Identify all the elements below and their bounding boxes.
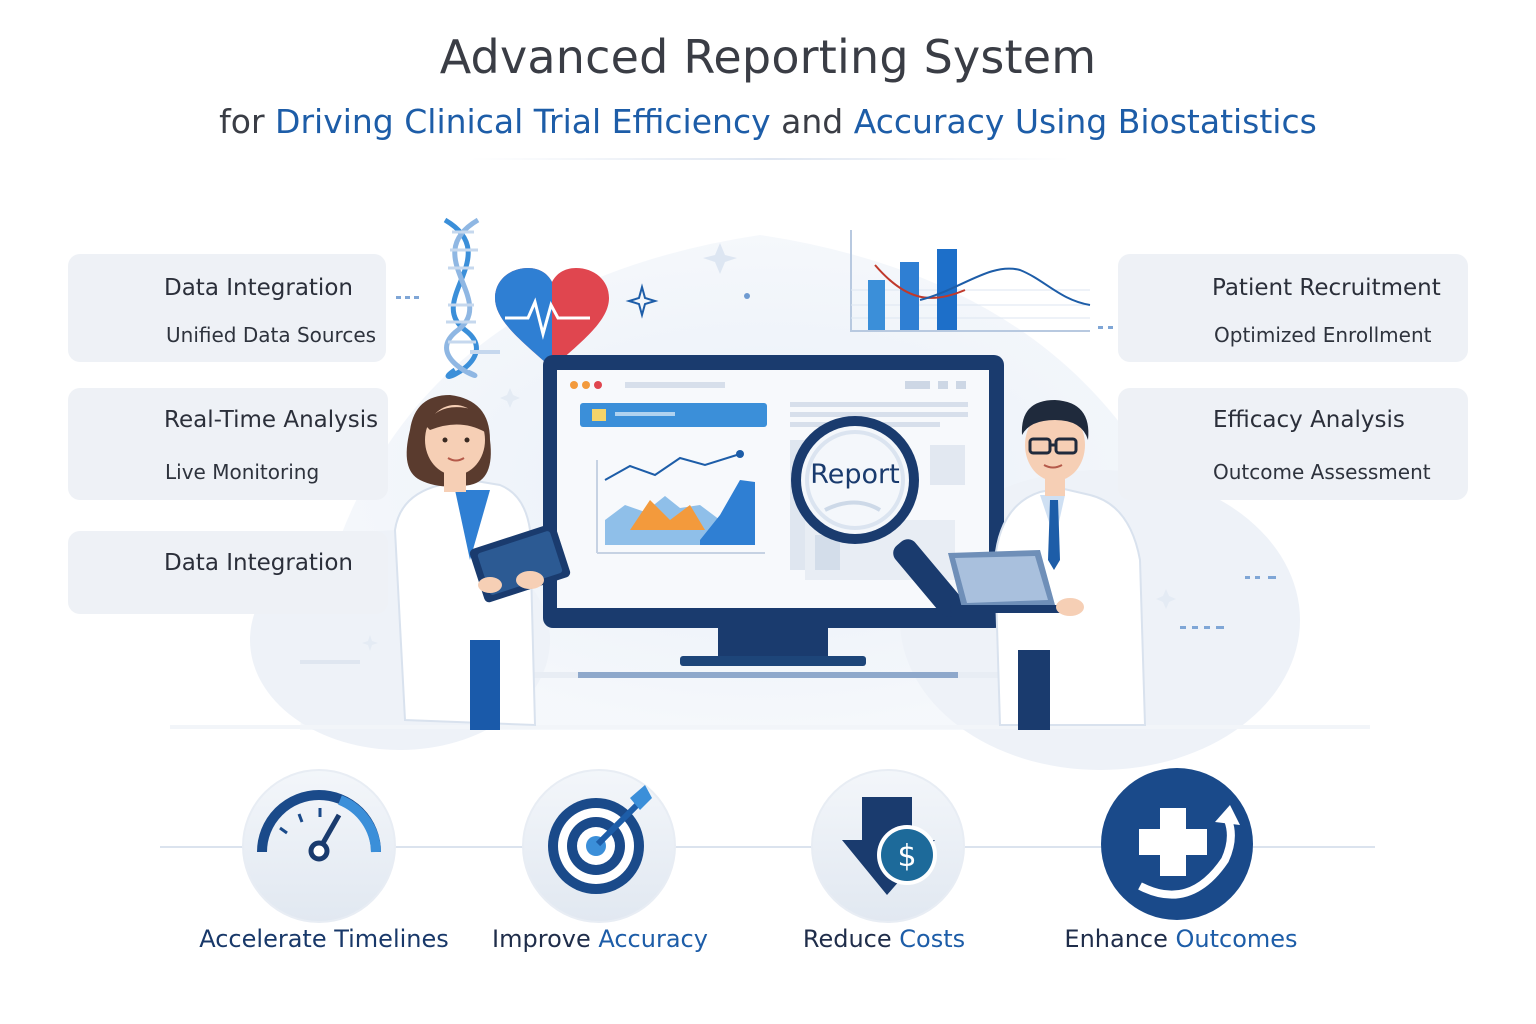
magnifier-icon: [791, 416, 963, 617]
card-title: Patient Recruitment: [1212, 275, 1441, 301]
cost-down-icon: $: [811, 769, 965, 923]
benefit-label-enhance-outcomes: Enhance Outcomes: [1064, 925, 1297, 953]
feature-card-patient-recruitment: Patient Recruitment Optimized Enrollment: [1118, 254, 1468, 362]
tablet-icon: [469, 523, 571, 603]
svg-text:$: $: [897, 839, 916, 874]
benefit-label-part-2: Accuracy: [598, 925, 708, 953]
card-title: Real-Time Analysis: [164, 407, 379, 433]
subtitle-accent-1: Driving Clinical Trial Efficiency: [275, 102, 771, 141]
bar-line-chart-icon: [850, 230, 1091, 332]
card-subtitle: Outcome Assessment: [1213, 460, 1431, 484]
feature-card-real-time-analysis: Real-Time Analysis Live Monitoring: [68, 388, 388, 500]
benefit-label-part-2: Outcomes: [1175, 925, 1298, 953]
speedometer-icon: [242, 769, 396, 923]
benefit-label-accelerate-timelines: Accelerate Timelines: [199, 925, 449, 953]
subtitle-accent-2: Accuracy Using Biostatistics: [853, 102, 1317, 141]
benefit-label-reduce-costs: Reduce Costs: [803, 925, 965, 953]
feature-card-efficacy-analysis: Efficacy Analysis Outcome Assessment: [1118, 388, 1468, 500]
report-magnifier-label: Report: [810, 459, 900, 490]
card-subtitle: Optimized Enrollment: [1214, 323, 1432, 347]
subtitle-divider: [470, 158, 1070, 160]
benefit-label-part-1: Accelerate Timelines: [199, 925, 449, 953]
feature-card-data-integration-2: Data Integration: [68, 531, 388, 614]
card-subtitle: Live Monitoring: [165, 460, 320, 484]
subtitle-middle: and: [770, 102, 854, 141]
page-title: Advanced Reporting System: [439, 30, 1097, 84]
doctor-woman-figure: [393, 395, 537, 730]
sparkle-icon: [362, 243, 1176, 651]
dna-icon: [443, 217, 500, 379]
benefit-label-part-2: Costs: [899, 925, 966, 953]
feature-card-data-integration: Data Integration Unified Data Sources: [68, 254, 386, 362]
benefit-label-part-1: Improve: [492, 925, 599, 953]
benefit-label-improve-accuracy: Improve Accuracy: [492, 925, 708, 953]
heart-pulse-icon: [495, 268, 609, 368]
page-subtitle: for Driving Clinical Trial Efficiency an…: [0, 102, 1536, 141]
plus-cycle-icon: [1101, 768, 1253, 920]
benefit-label-part-1: Reduce: [802, 925, 900, 953]
card-title: Data Integration: [164, 550, 353, 576]
card-title: Data Integration: [164, 275, 353, 301]
subtitle-prefix: for: [219, 102, 276, 141]
target-icon: [522, 769, 676, 923]
laptop-icon: [948, 550, 1084, 616]
card-title: Efficacy Analysis: [1213, 407, 1405, 433]
benefit-label-part-1: Enhance: [1064, 925, 1176, 953]
card-subtitle: Unified Data Sources: [166, 323, 377, 347]
